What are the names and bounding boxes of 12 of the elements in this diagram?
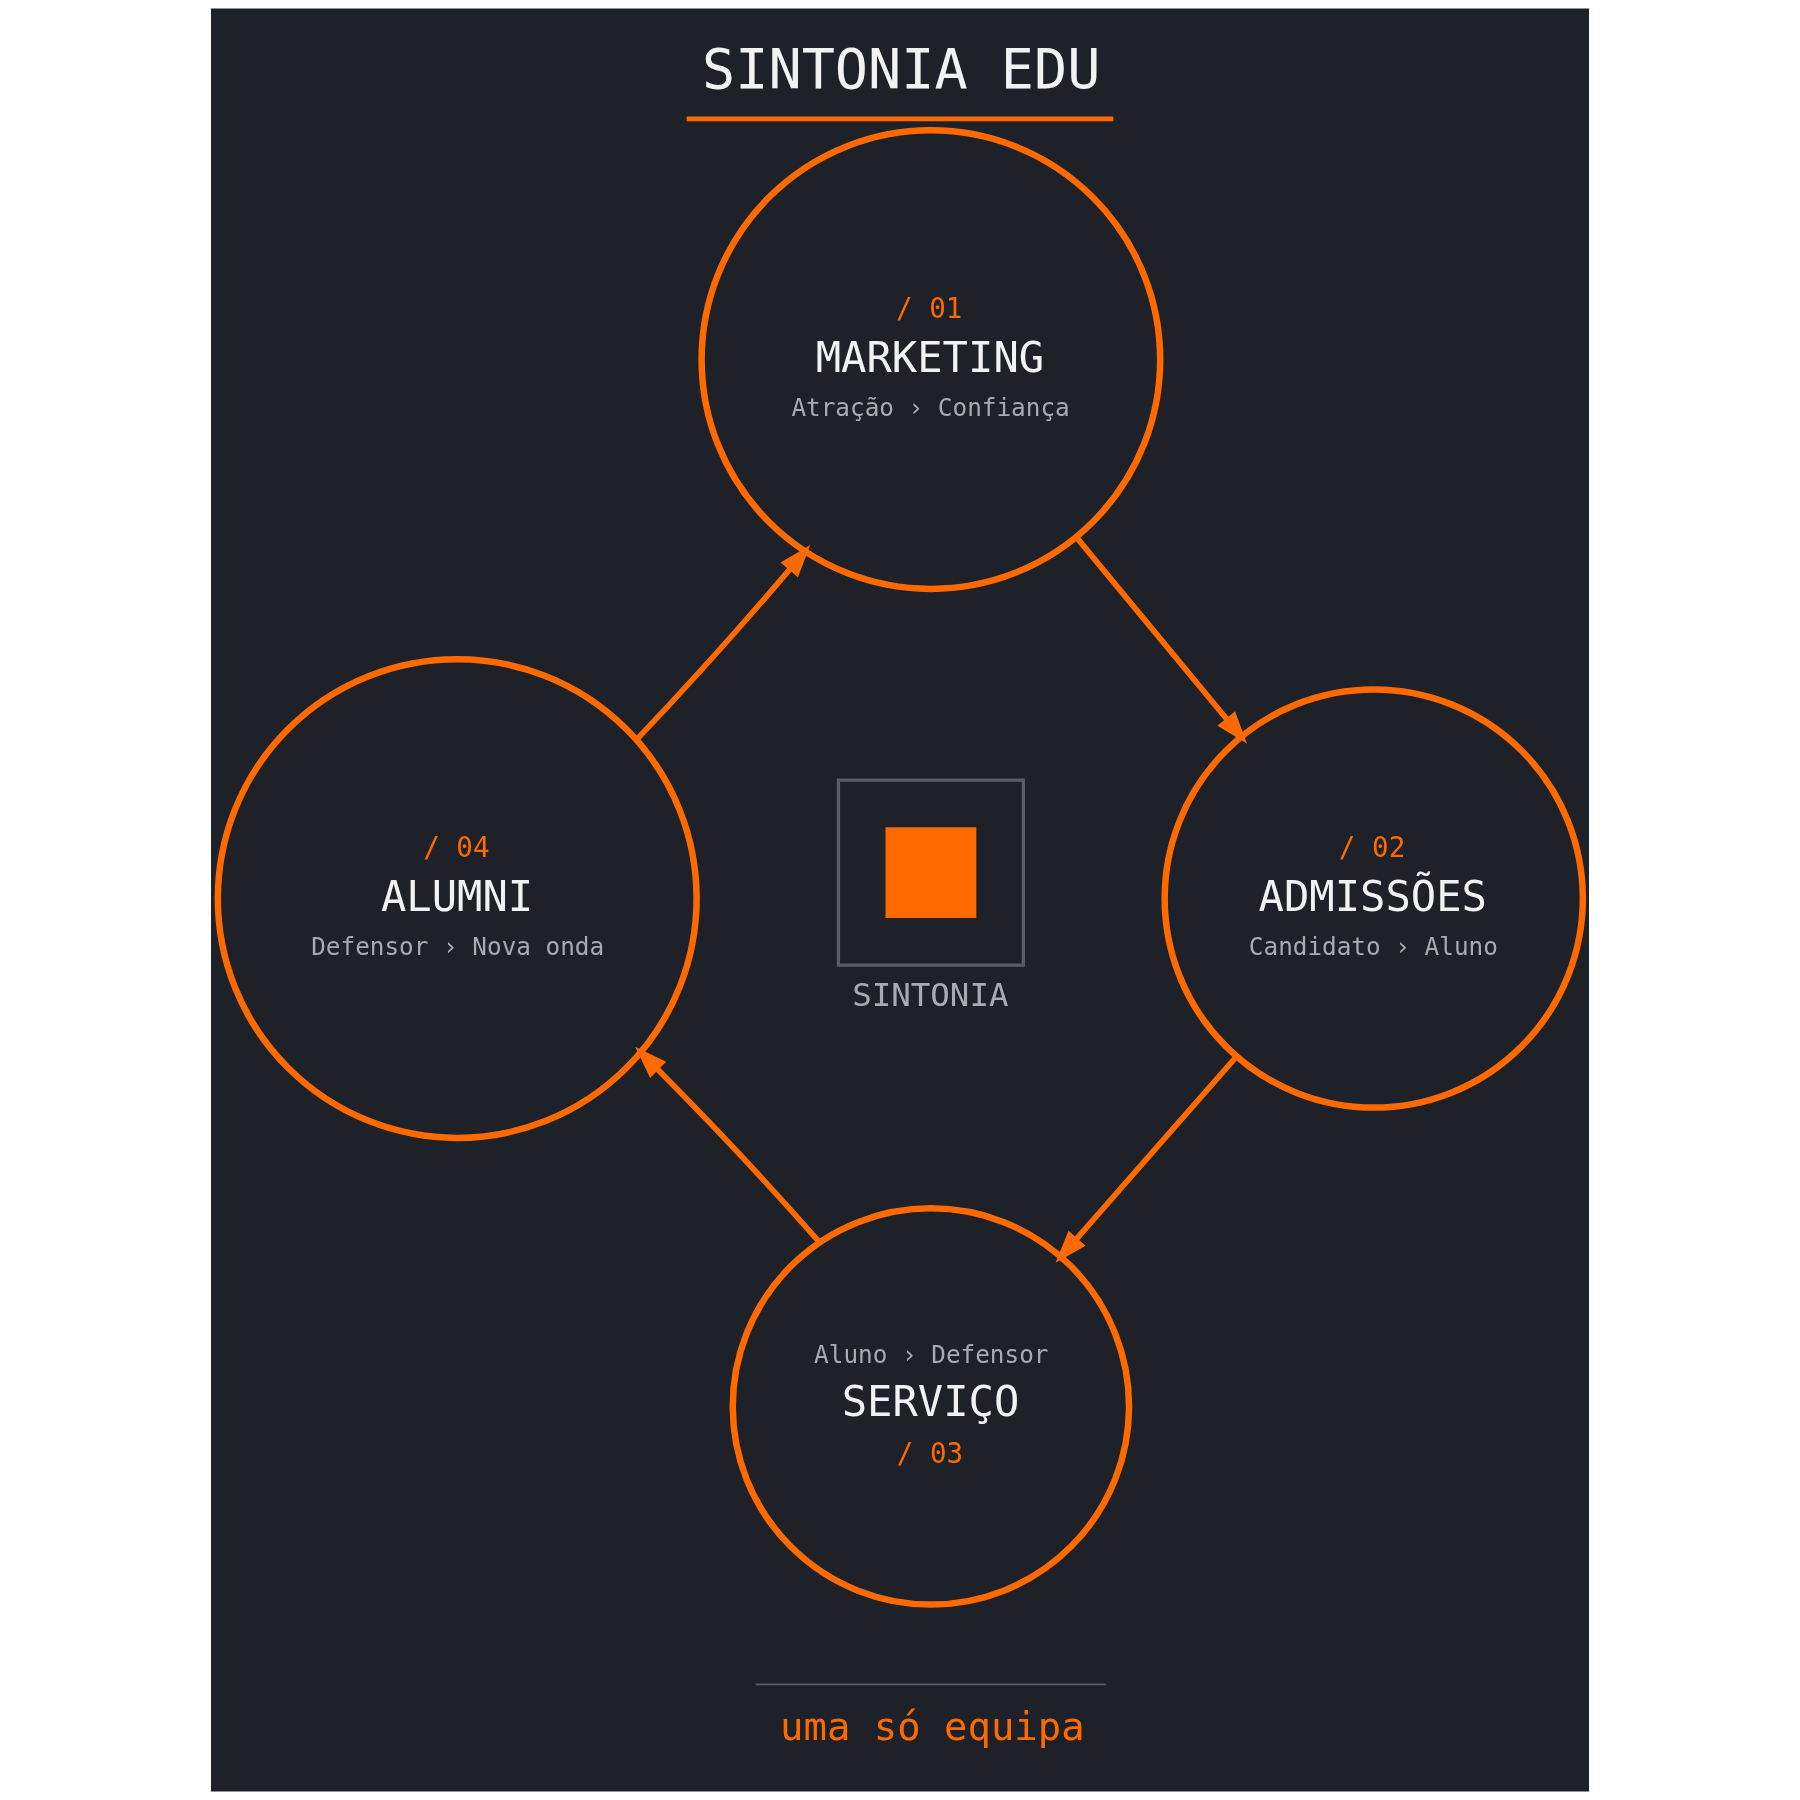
arrow	[1074, 535, 1247, 744]
node-circle: / 04 ALUMNI Defensor › Nova onda	[214, 655, 700, 1142]
diagram-title: SINTONIA EDU	[702, 36, 1101, 101]
node-circle: Aluno › Defensor SERVIÇO / 03	[729, 1205, 1133, 1608]
arrow	[1055, 1054, 1239, 1263]
node-circle: / 01 MARKETING Atração › Confiança	[698, 127, 1164, 593]
arrow	[634, 545, 811, 742]
node-box	[836, 778, 1025, 967]
caption: uma só equipa	[780, 1703, 1085, 1749]
arrow	[635, 1046, 822, 1244]
node-circle: / 02 ADMISSÕES Candidato › Aluno	[1161, 686, 1587, 1111]
node-label: SINTONIA	[852, 975, 1009, 1014]
